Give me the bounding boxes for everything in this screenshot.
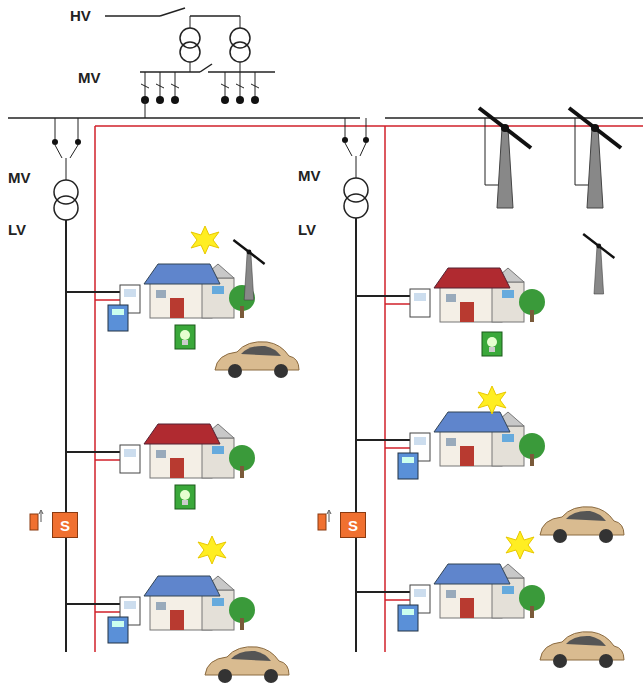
- voltage-label: MV: [78, 70, 101, 85]
- voltage-label: LV: [298, 222, 316, 237]
- voltage-label: LV: [8, 222, 26, 237]
- switch-box: S: [340, 512, 366, 538]
- voltage-label: MV: [8, 170, 31, 185]
- switch-label: S: [343, 515, 363, 536]
- voltage-label: HV: [70, 8, 91, 23]
- switch-label: S: [55, 515, 75, 536]
- voltage-label: MV: [298, 168, 321, 183]
- switch-box: S: [52, 512, 78, 538]
